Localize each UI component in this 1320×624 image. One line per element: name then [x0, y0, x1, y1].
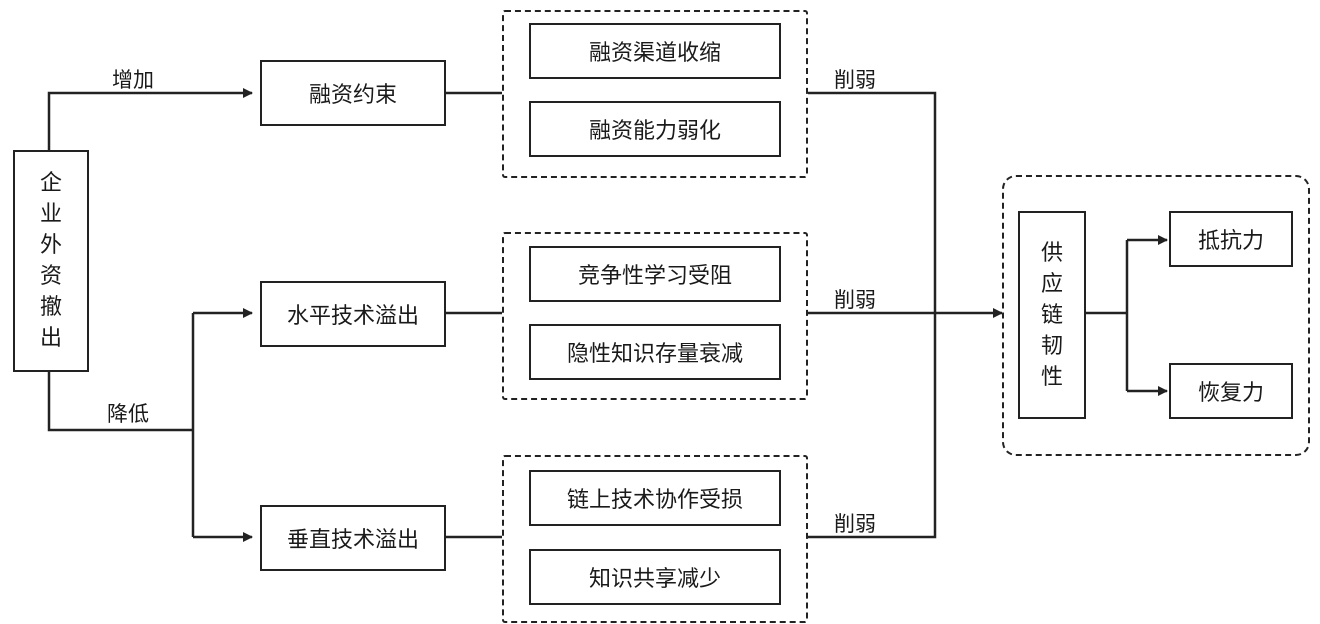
source-char: 出 [39, 326, 62, 351]
outcome-char: 韧 [1040, 333, 1063, 359]
outcome-char: 链 [1040, 302, 1063, 328]
effect-competitive-learning-blocked: 竞争性学习受阻 [529, 246, 781, 302]
effect-financing-ability-weaken: 融资能力弱化 [529, 101, 781, 157]
label-decrease: 降低 [107, 402, 149, 426]
node-vertical-spillover: 垂直技术溢出 [260, 505, 446, 571]
effect-financing-channel-shrink: 融资渠道收缩 [529, 23, 781, 79]
label-weaken-2: 削弱 [834, 288, 876, 312]
edge-effects3-weaken [808, 313, 937, 539]
outcome-char: 供 [1040, 240, 1063, 266]
label-increase: 增加 [112, 68, 154, 92]
source-char: 企 [39, 171, 62, 196]
label-weaken-3: 削弱 [834, 512, 876, 536]
source-char: 撤 [39, 295, 62, 320]
source-char: 资 [39, 264, 62, 289]
source-char: 业 [39, 202, 62, 227]
node-financing-constraint: 融资约束 [260, 60, 446, 126]
node-supply-chain-resilience: 供 应 链 韧 性 [1018, 211, 1086, 419]
node-foreign-capital-withdrawal: 企 业 外 资 撤 出 [13, 150, 89, 372]
outcome-char: 应 [1040, 271, 1063, 297]
effect-chain-collaboration-damaged: 链上技术协作受损 [529, 470, 781, 526]
node-recovery: 恢复力 [1169, 363, 1293, 419]
edge-source-to-financing [47, 88, 253, 150]
label-weaken-1: 削弱 [834, 68, 876, 92]
node-horizontal-spillover: 水平技术溢出 [260, 281, 446, 347]
source-char: 外 [39, 233, 62, 258]
edge-effects1-weaken [808, 91, 937, 313]
group-financing-effects [502, 10, 808, 178]
group-horizontal-effects [502, 232, 808, 400]
group-supply-chain-resilience [1002, 175, 1310, 456]
outcome-char: 性 [1040, 364, 1063, 390]
node-resistance: 抵抗力 [1169, 211, 1293, 267]
effect-tacit-knowledge-decline: 隐性知识存量衰减 [529, 324, 781, 380]
edge-source-down [47, 372, 193, 432]
group-vertical-effects [502, 455, 808, 623]
effect-knowledge-sharing-reduced: 知识共享减少 [529, 549, 781, 605]
